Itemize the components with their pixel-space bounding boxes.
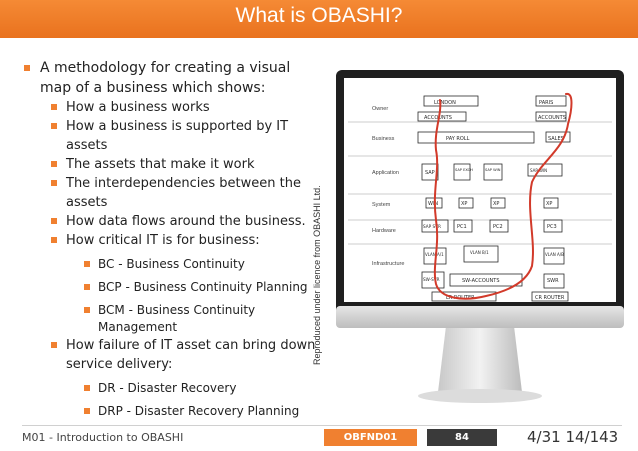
annotation-sales: SALES xyxy=(548,136,564,142)
bullet-level1: A methodology for creating a visual map … xyxy=(22,58,322,98)
annotation-vlan: VLAN A/1 xyxy=(425,252,444,257)
bullet-level2: How failure of IT asset can bring down s… xyxy=(22,336,322,374)
bullet-list: A methodology for creating a visual map … xyxy=(22,58,322,420)
bullet-text: The interdependencies between the assets xyxy=(66,176,301,210)
annotation-accounts: ACCOUNTS xyxy=(538,115,566,121)
annotation-pc1: PC1 xyxy=(457,224,467,230)
bullet-level3: BCM - Business Continuity Management xyxy=(22,302,322,336)
licence-credit: Reproduced under licence from OBASHI Ltd… xyxy=(312,185,322,365)
bullet-level3: DRP - Disaster Recovery Planning xyxy=(22,403,322,420)
annotation-swr: SWR xyxy=(547,278,559,284)
annotation-sap: SAP xyxy=(425,170,435,176)
bullet-text: The assets that make it work xyxy=(66,157,255,172)
bullet-level3: BC - Business Continuity xyxy=(22,256,322,273)
bullet-text: How critical IT is for business: xyxy=(66,233,260,248)
bullet-text: How a business is supported by IT assets xyxy=(66,119,289,153)
bullet-level2: How critical IT is for business: xyxy=(22,231,322,250)
bullet-text: How failure of IT asset can bring down s… xyxy=(66,338,316,372)
layer-label-system: System xyxy=(372,202,391,208)
bullet-level3: BCP - Business Continuity Planning xyxy=(22,279,322,296)
square-bullet-icon xyxy=(51,161,57,167)
bullet-text: How data flows around the business. xyxy=(66,214,306,229)
square-bullet-icon xyxy=(84,284,90,290)
bullet-level2: How a business is supported by IT assets xyxy=(22,117,322,155)
monitor-stand xyxy=(438,326,522,392)
square-bullet-icon xyxy=(51,104,57,110)
square-bullet-icon xyxy=(51,218,57,224)
annotation-london: LONDON xyxy=(434,100,456,106)
annotation-paris: PARIS xyxy=(539,100,553,106)
bullet-level3: DR - Disaster Recovery xyxy=(22,380,322,397)
bullet-text: DR - Disaster Recovery xyxy=(98,381,237,395)
data-flow-line xyxy=(433,92,573,300)
course-code-badge: OBFND01 xyxy=(324,429,417,446)
footer-divider xyxy=(22,425,622,426)
annotation-pc2: PC2 xyxy=(493,224,503,230)
square-bullet-icon xyxy=(24,65,30,71)
annotation-vlan: VLAN A/B xyxy=(545,252,564,257)
bullet-text: How a business works xyxy=(66,100,210,115)
bullet-level2: The interdependencies between the assets xyxy=(22,174,322,212)
square-bullet-icon xyxy=(51,342,57,348)
annotation-vlan: VLAN B/1 xyxy=(470,250,489,255)
annotation-sap-exch: SAP EXCH xyxy=(455,168,473,172)
annotation-xp: XP xyxy=(493,201,499,207)
square-bullet-icon xyxy=(84,385,90,391)
annotation-xp: XP xyxy=(461,201,467,207)
slide-number-badge: 84 xyxy=(427,429,497,446)
layer-label-owner: Owner xyxy=(372,106,388,112)
annotation-sw-svr: SW-SVR xyxy=(423,277,440,282)
square-bullet-icon xyxy=(51,180,57,186)
annotation-win: WIN xyxy=(428,201,438,207)
bullet-text: DRP - Disaster Recovery Planning xyxy=(98,404,300,418)
annotation-payroll: PAY ROLL xyxy=(446,136,470,142)
bullet-text: A methodology for creating a visual map … xyxy=(40,60,291,96)
annotation-pc3: PC3 xyxy=(547,224,557,230)
layer-label-business: Business xyxy=(372,136,395,142)
layer-label-hardware: Hardware xyxy=(372,228,396,234)
square-bullet-icon xyxy=(84,307,90,313)
square-bullet-icon xyxy=(51,237,57,243)
square-bullet-icon xyxy=(84,261,90,267)
bullet-level2: How a business works xyxy=(22,98,322,117)
annotation-sw-accounts: SW-ACCOUNTS xyxy=(462,278,500,284)
slide-title: What is OBASHI? xyxy=(235,4,403,27)
square-bullet-icon xyxy=(51,123,57,129)
bullet-text: BC - Business Continuity xyxy=(98,257,245,271)
layer-label-infrastructure: Infrastructure xyxy=(372,261,404,267)
page-counter: 4/31 14/143 xyxy=(527,428,619,446)
layer-label-application: Application xyxy=(372,170,399,176)
bullet-level2: How data flows around the business. xyxy=(22,212,322,231)
annotation-xp: XP xyxy=(546,201,552,207)
bullet-level2: The assets that make it work xyxy=(22,155,322,174)
monitor-illustration: Owner Business Application System Hardwa… xyxy=(336,70,624,403)
monitor-chin xyxy=(336,306,624,328)
bullet-text: BCP - Business Continuity Planning xyxy=(98,280,308,294)
annotation-sap-svr: SAP SVR xyxy=(423,224,441,229)
annotation-cr-router: CR ROUTER xyxy=(535,295,565,301)
annotation-sap-win: SAP WIN xyxy=(485,168,501,172)
monitor-base xyxy=(418,389,542,403)
footer-module: M01 - Introduction to OBASHI xyxy=(22,431,184,444)
title-bar xyxy=(0,0,638,38)
bullet-text: BCM - Business Continuity Management xyxy=(98,303,256,334)
square-bullet-icon xyxy=(84,408,90,414)
